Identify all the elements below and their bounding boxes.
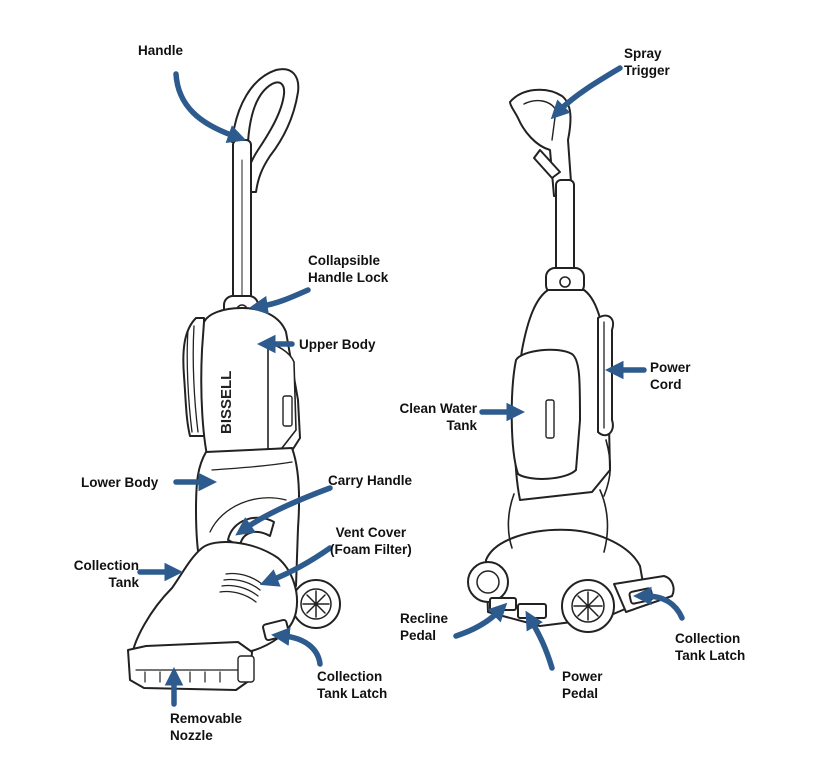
arrow-recline-pedal: [453, 602, 508, 639]
arrow-collection-tank-latch-left: [270, 627, 323, 667]
front-view-carpet-cleaner: BISSELL: [127, 68, 341, 691]
label-lower-body: Lower Body: [81, 475, 159, 490]
collection-tank-body: [131, 541, 298, 663]
label-recline-pedal: Recline Pedal: [400, 611, 449, 643]
spray-trigger: [533, 149, 561, 179]
label-upper-body: Upper Body: [299, 337, 376, 352]
label-vent-cover: Vent Cover (Foam Filter): [330, 525, 412, 557]
label-collapsible-handle-lock: Collapsible Handle Lock: [308, 253, 389, 285]
label-clean-water-tank: Clean Water Tank: [399, 401, 477, 433]
handle-grip: [231, 68, 300, 193]
brand-logo: BISSELL: [218, 371, 235, 434]
label-carry-handle: Carry Handle: [328, 473, 413, 488]
recline-pedal: [489, 597, 517, 611]
label-spray-trigger: Spray Trigger: [624, 46, 670, 78]
vent-cover: [219, 572, 263, 603]
power-cord: [597, 314, 614, 437]
rear-handle-shaft: [555, 179, 575, 273]
arrow-carry-handle: [235, 485, 333, 536]
arrow-collapsible-handle-lock: [249, 287, 311, 315]
label-handle: Handle: [138, 43, 184, 58]
label-power-pedal: Power Pedal: [562, 669, 603, 701]
arrow-spray-trigger: [550, 65, 623, 120]
label-collection-tank-latch-left: Collection Tank Latch: [317, 669, 388, 701]
label-collection-tank: Collection Tank: [73, 558, 139, 590]
label-collection-tank-latch-right: Collection Tank Latch: [675, 631, 746, 663]
arrow-vent-cover: [259, 545, 333, 587]
arrow-power-pedal: [525, 610, 555, 671]
arrow-collection-tank-latch-right: [632, 586, 685, 621]
rear-view-carpet-cleaner: [467, 88, 675, 633]
label-removable-nozzle: Removable Nozzle: [170, 711, 243, 743]
label-power-cord: Power Cord: [650, 360, 691, 392]
removable-nozzle: [127, 641, 253, 691]
power-pedal: [517, 603, 547, 619]
arrow-handle: [173, 71, 247, 143]
